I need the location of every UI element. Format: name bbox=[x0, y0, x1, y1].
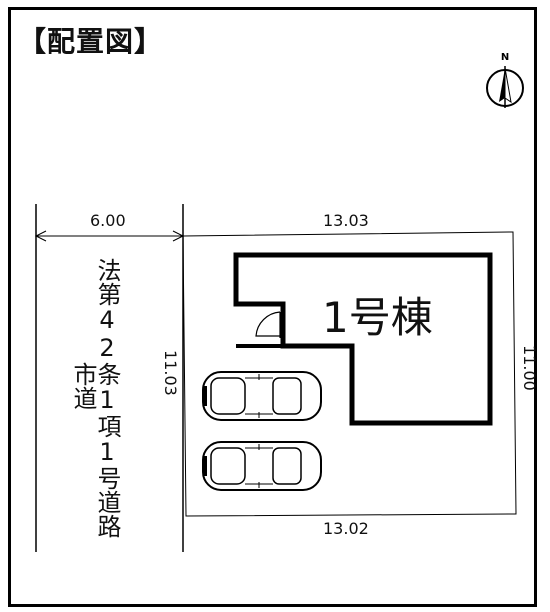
drawing-frame bbox=[8, 7, 537, 607]
car-icon bbox=[202, 371, 322, 421]
car-icon bbox=[202, 441, 322, 491]
road-width-label: 6.00 bbox=[90, 211, 126, 230]
site-left-dimension: 11.03 bbox=[161, 350, 180, 396]
building-label: 1号棟 bbox=[322, 293, 433, 342]
site-top-dimension: 13.03 bbox=[323, 211, 369, 230]
building-outline bbox=[233, 252, 493, 426]
compass-north-label: N bbox=[501, 52, 509, 63]
site-bottom-dimension: 13.02 bbox=[323, 519, 369, 538]
door-swing-icon bbox=[255, 311, 281, 338]
road-name-label: 市道 bbox=[69, 362, 97, 410]
diagram-title: 【配置図】 bbox=[18, 25, 164, 58]
site-right-dimension: 11.00 bbox=[520, 345, 539, 391]
north-compass-icon bbox=[486, 66, 524, 108]
road-type-label: 法第42条1項1号道路 bbox=[93, 258, 121, 538]
site-boundary bbox=[182, 231, 517, 517]
